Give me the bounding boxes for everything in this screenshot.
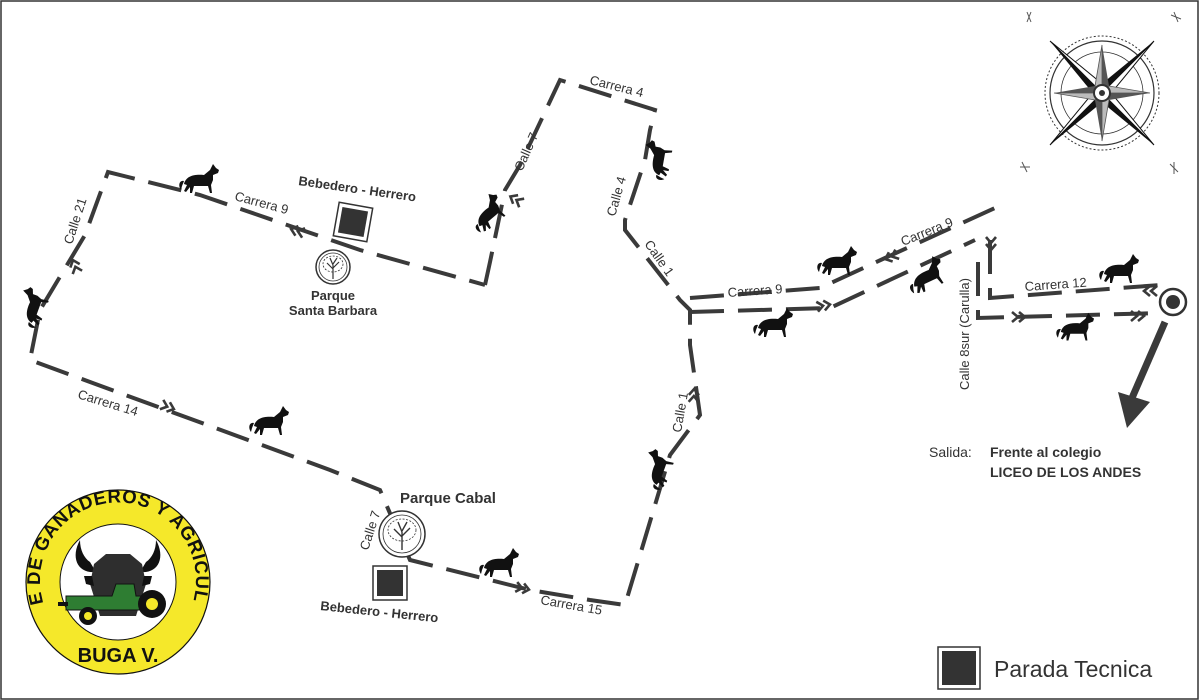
route-carrera12 [988, 240, 1161, 301]
street-label-carrera4: Carrera 4 [588, 72, 645, 100]
direction-arrow-icon [984, 235, 998, 252]
horse-icon [901, 253, 950, 297]
horse-icon [817, 246, 857, 275]
route-east-out [689, 206, 996, 300]
horse-icon [463, 190, 511, 236]
tree-icon [315, 249, 351, 285]
street-label-calle8sur: Calle 8sur (Carulla) [957, 278, 972, 390]
street-label-carrera12: Carrera 12 [1024, 275, 1087, 294]
legend-stop-icon [937, 646, 981, 690]
direction-arrow-icon [1010, 310, 1027, 324]
street-label-calle4: Calle 4 [603, 175, 629, 218]
compass-tick-icon [1170, 11, 1182, 23]
exit-marker-icon [1158, 287, 1188, 317]
route-calle8sur [976, 262, 1161, 321]
horse-icon [479, 548, 519, 577]
horse-icon [753, 308, 793, 337]
stop-label-bebedero-bottom: Bebedero - Herrero [320, 598, 439, 625]
stop-label-bebedero-top: Bebedero - Herrero [298, 173, 417, 204]
horse-icon [1099, 254, 1139, 283]
stop-marker-bottom [372, 565, 408, 601]
compass-rose-icon [1044, 35, 1160, 151]
exit-line-2: LICEO DE LOS ANDES [990, 464, 1141, 480]
exit-arrow-icon [1118, 320, 1169, 428]
tree-icon [378, 510, 426, 558]
exit-label: Salida: [929, 444, 972, 460]
stop-marker-top [332, 201, 374, 243]
compass-tick-icon [1020, 161, 1030, 173]
horse-icon [179, 164, 219, 193]
logo-city-text: BUGA V. [78, 645, 159, 667]
compass-tick-icon [1169, 162, 1179, 174]
horse-icon [12, 285, 51, 331]
horse-icon [249, 406, 289, 435]
street-label-calle7-top: Calle 7 [511, 130, 541, 173]
logo-emblem: COMITE DE GANADEROS Y AGRICULTORES BUGA … [23, 485, 213, 675]
route-east-back [689, 238, 976, 314]
street-label-carrera9-right: Carrera 9 [899, 214, 956, 248]
compass-tick-icon [1026, 11, 1032, 23]
direction-arrow-icon [814, 298, 833, 313]
park-label-cabal: Parque Cabal [400, 490, 496, 507]
street-label-carrera9-mid: Carrera 9 [727, 281, 783, 300]
legend: Parada Tecnica [937, 646, 1152, 690]
route-west-loop [27, 77, 703, 608]
park-label-santa-barbara-2: Santa Barbara [289, 303, 378, 318]
street-label-carrera9-left: Carrera 9 [233, 188, 290, 217]
legend-label: Parada Tecnica [994, 656, 1152, 682]
street-label-carrera14: Carrera 14 [76, 387, 140, 420]
exit-line-1: Frente al colegio [990, 444, 1101, 460]
direction-arrow-icon [506, 190, 526, 209]
horse-icon [639, 139, 674, 182]
street-label-calle1-lower: Calle 1 [669, 391, 691, 433]
park-label-santa-barbara-1: Parque [311, 288, 355, 303]
